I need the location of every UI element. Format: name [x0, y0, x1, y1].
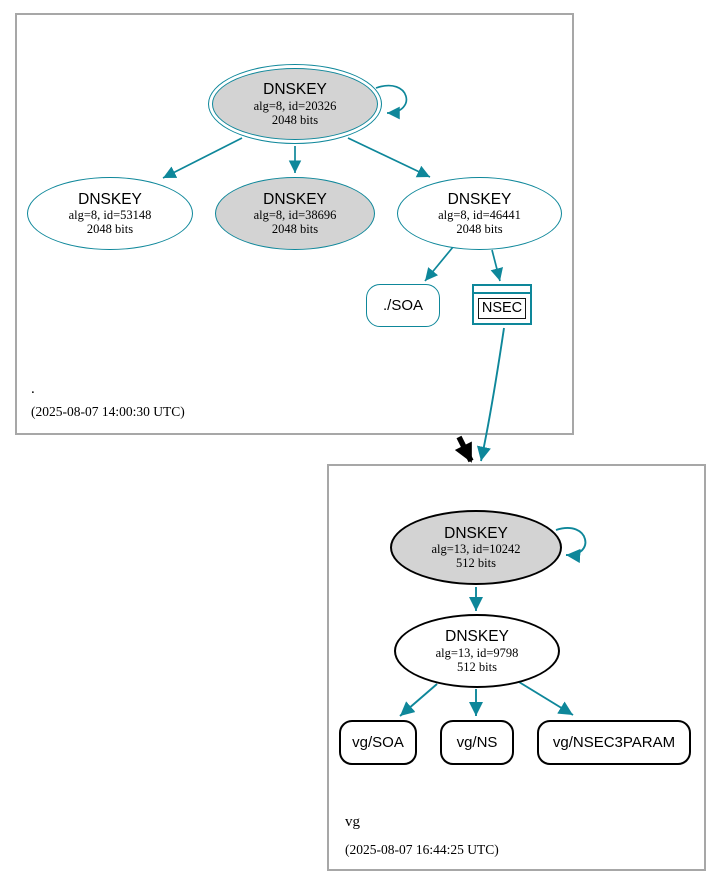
dnskey-node-root-zsk-left: DNSKEY alg=8, id=53148 2048 bits — [27, 177, 193, 250]
rrset-node-vg-nsec3param: vg/NSEC3PARAM — [537, 720, 691, 765]
zone-timestamp-vg: (2025-08-07 16:44:25 UTC) — [345, 842, 499, 857]
rrset-node-root-soa: ./SOA — [366, 284, 440, 327]
dnskey-node-root-zsk-right: DNSKEY alg=8, id=46441 2048 bits — [397, 177, 562, 250]
rrset-label: vg/NSEC3PARAM — [552, 734, 676, 751]
dnskey-title: DNSKEY — [444, 524, 508, 542]
rrset-label: vg/NS — [456, 734, 498, 751]
dnskey-node-vg-ksk: DNSKEY alg=13, id=10242 512 bits — [390, 510, 562, 585]
rrset-label: ./SOA — [382, 297, 423, 314]
dnskey-root-ksk-inner-ring — [212, 68, 378, 140]
dnskey-alg-id: alg=13, id=9798 — [435, 645, 519, 660]
nsec-header-cell — [474, 286, 530, 294]
rrset-label: vg/SOA — [352, 734, 404, 751]
zone-box-root — [15, 13, 574, 435]
zone-timestamp-root: (2025-08-07 14:00:30 UTC) — [31, 404, 185, 419]
dnskey-node-root-zsk-mid: DNSKEY alg=8, id=38696 2048 bits — [215, 177, 375, 250]
zone-name-root: . — [31, 381, 35, 397]
dnskey-bits: 2048 bits — [456, 222, 503, 237]
nsec-body-cell: NSEC — [474, 294, 530, 323]
dnskey-title: DNSKEY — [263, 81, 327, 99]
dnskey-title: DNSKEY — [447, 190, 512, 208]
dnskey-alg-id: alg=8, id=53148 — [68, 208, 152, 223]
dnskey-title: DNSKEY — [445, 628, 509, 646]
dnskey-alg-id: alg=13, id=10242 — [431, 542, 521, 557]
rrset-node-vg-soa: vg/SOA — [339, 720, 417, 765]
dnskey-title: DNSKEY — [263, 190, 327, 208]
dnskey-bits: 2048 bits — [86, 222, 134, 237]
dnskey-alg-id: alg=8, id=38696 — [253, 208, 337, 223]
dnskey-title: DNSKEY — [78, 190, 142, 208]
dnskey-bits: 2048 bits — [271, 222, 319, 237]
dnskey-node-root-ksk: DNSKEY alg=8, id=20326 2048 bits — [208, 64, 382, 144]
dnskey-alg-id: alg=8, id=46441 — [438, 208, 521, 223]
rrset-node-vg-ns: vg/NS — [440, 720, 514, 765]
dnskey-bits: 512 bits — [457, 659, 497, 674]
dnskey-bits: 2048 bits — [271, 112, 319, 127]
dnskey-bits: 512 bits — [456, 556, 496, 571]
edge-delegation-root-to-vg — [454, 435, 474, 463]
dnskey-node-vg-zsk: DNSKEY alg=13, id=9798 512 bits — [394, 614, 560, 688]
zone-box-vg — [327, 464, 706, 871]
nsec-node-root: NSEC — [472, 284, 532, 325]
dnskey-alg-id: alg=8, id=20326 — [253, 98, 337, 113]
zone-name-vg: vg — [345, 814, 360, 830]
nsec-label: NSEC — [477, 298, 527, 319]
